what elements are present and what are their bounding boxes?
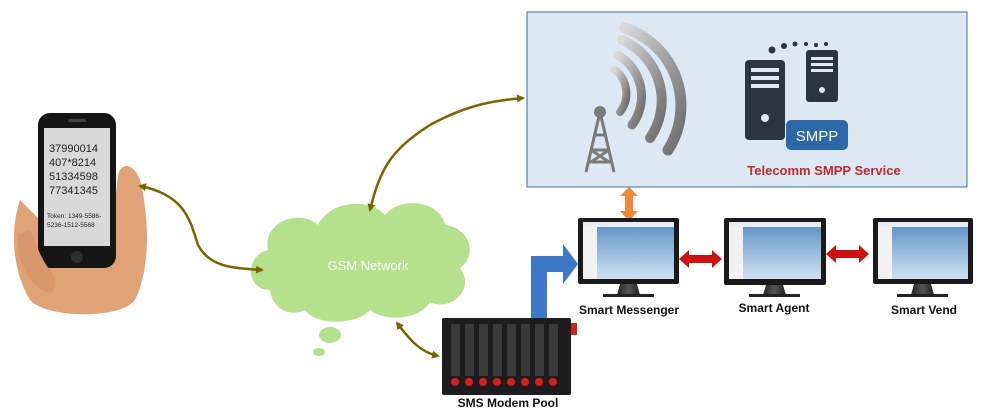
monitor-icon-agent xyxy=(724,218,826,297)
panel-messenger-arrow xyxy=(620,187,638,221)
smpp-service-title: Telecomm SMPP Service xyxy=(747,163,900,178)
sms-modem-pool-label: SMS Modem Pool xyxy=(458,396,559,410)
monitor-icon-vend xyxy=(873,218,973,297)
phone-code-line-1: 37990014 xyxy=(49,143,98,155)
smart-messenger-label: Smart Messenger xyxy=(579,303,679,317)
antenna-icon xyxy=(584,22,687,173)
gsm-network-label: GSM Network xyxy=(328,258,409,273)
phone-token-line-1: Token: 1349-5586- xyxy=(47,213,101,220)
modem-pool-icon xyxy=(442,318,577,395)
smpp-badge: SMPP xyxy=(796,128,839,145)
smart-agent-label: Smart Agent xyxy=(739,301,810,315)
phone-code-line-4: 77341345 xyxy=(49,185,98,197)
phone-code-line-3: 51334598 xyxy=(49,171,98,183)
monitor-icon-messenger xyxy=(578,218,679,297)
modem-messenger-arrow xyxy=(531,244,578,326)
connectors xyxy=(138,94,525,359)
phone-icon xyxy=(14,113,147,315)
agent-vend-arrow xyxy=(826,245,869,263)
server-icon xyxy=(745,41,848,150)
phone-code-line-2: 407*8214 xyxy=(49,157,96,169)
smart-vend-label: Smart Vend xyxy=(891,303,957,317)
phone-token-line-2: 5236-1512-5568 xyxy=(47,222,95,229)
cloud-modem-connector xyxy=(395,321,440,359)
phone-cloud-connector xyxy=(138,183,264,274)
cloud-icon xyxy=(250,203,470,356)
messenger-agent-arrow xyxy=(679,250,722,268)
cloud-smpp-connector xyxy=(367,94,525,212)
